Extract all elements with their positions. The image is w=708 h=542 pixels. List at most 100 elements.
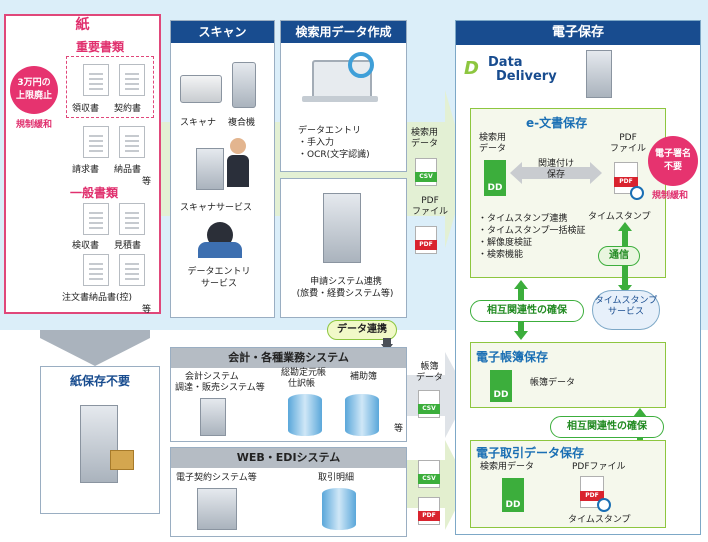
laptop-base-icon [302, 96, 378, 102]
order-copy-doc-icon [119, 254, 145, 286]
trade-clock-icon [597, 498, 611, 512]
data-entry-service-label: データエントリ サービス [187, 267, 251, 289]
eb-pdf-file-label: PDF ファイル [610, 133, 647, 154]
item-contract: 契約書 [114, 104, 142, 114]
data-link-down-arrow [381, 338, 393, 352]
transfer-csv-icon-2: CSV [418, 390, 440, 418]
journal-label: 仕訳帳 [288, 379, 316, 389]
contract-doc-icon [119, 64, 145, 96]
box-icon [110, 450, 134, 470]
link-double-arrow [510, 162, 602, 184]
eb-dd-icon: DD [484, 160, 506, 196]
transfer-csv-icon-1: CSV [415, 158, 437, 186]
csv-tag-2: CSV [418, 404, 440, 414]
search-data-title: 検索用データ作成 [281, 21, 406, 43]
ts-service-label: タイムスタンプ サービス [594, 296, 658, 317]
application-sub-label: (旅費・経費システム等) [296, 289, 394, 299]
ebunsho-title: e-文書保存 [526, 116, 588, 130]
search-manual-label: ・手入力 [298, 138, 335, 148]
mutual-pill-1: 相互関連性の確保 [470, 300, 584, 322]
no-signature-text: 電子署名 不要 [654, 149, 691, 172]
archive-server-icon [80, 405, 118, 483]
book-data-label: 帳簿 データ [416, 362, 444, 383]
dd-server-icon [586, 50, 612, 98]
trade-pdf-tag: PDF [580, 491, 604, 501]
trade-dd-icon: DD [502, 478, 524, 512]
link-arrow-shape [510, 162, 602, 184]
inspection-doc-icon [83, 203, 109, 235]
etc-label-1: 等 [142, 177, 152, 187]
magnifier-icon [348, 52, 374, 78]
deregulation-label-left: 規制緩和 [16, 120, 53, 130]
item-estimate: 見積書 [114, 241, 142, 251]
logo-mark-icon: D [464, 58, 479, 79]
general-ledger-label: 総勘定元帳 [281, 368, 327, 378]
pdf-tag-2: PDF [418, 511, 440, 521]
trade-timestamp-label: タイムスタンプ [568, 515, 631, 525]
operator-body-icon [198, 242, 242, 258]
trade-statement-label: 取引明細 [318, 473, 355, 483]
search-entry-label: データエントリ [298, 126, 362, 136]
person-head-icon [230, 138, 246, 154]
scan-title: スキャン [171, 21, 274, 43]
sub-ledger-label: 補助簿 [350, 372, 378, 382]
general-docs-heading: 一般書類 [70, 186, 119, 200]
web-server-icon [197, 488, 237, 530]
scan-service-machine-icon [196, 148, 224, 190]
eb-timestamp-label: タイムスタンプ [588, 212, 651, 222]
logo-line-2: Delivery [496, 69, 557, 84]
search-ocr-label: ・OCR(文字認識) [298, 150, 370, 160]
deregulation-label-right: 規制緩和 [652, 191, 689, 201]
data-link-pill: データ連携 [327, 320, 397, 340]
down-arrow-shape [40, 330, 150, 366]
trade-pdf-label: PDFファイル [572, 462, 626, 472]
trade-title: 電子取引データ保存 [476, 446, 585, 460]
transfer-search-data-label: 検索用 データ [411, 128, 439, 149]
order-doc-icon [83, 254, 109, 286]
scan-service-label: スキャナサービス [180, 203, 253, 213]
scanner-label: スキャナ [180, 118, 217, 128]
item-order: 注文書納品書(控) [62, 293, 133, 303]
application-server-icon [323, 193, 361, 263]
item-inspection: 検収書 [72, 241, 100, 251]
transfer-csv-icon-3: CSV [418, 460, 440, 488]
ledger-db-icon [288, 394, 322, 436]
ledger-data-label: 帳簿データ [530, 378, 576, 388]
transfer-pdf-icon-1: PDF [415, 226, 437, 254]
ts-service-cloud-icon [592, 290, 660, 330]
estimate-doc-icon [119, 203, 145, 235]
item-invoice: 請求書 [72, 165, 100, 175]
acct-etc-label: 等 [394, 424, 404, 434]
important-dashed-frame [66, 56, 154, 118]
statement-db-icon [322, 488, 356, 530]
accounting-title: 会計・各種業務システム [171, 348, 406, 368]
limit-removed-text: 3万円の上限廃止 [15, 78, 52, 101]
no-paper-title: 紙保存不要 [69, 374, 130, 388]
ledger-dd-icon: DD [490, 370, 512, 402]
delivery-doc-icon [119, 126, 145, 158]
pdf-tag-1: PDF [415, 240, 437, 250]
scanner-icon [180, 75, 222, 103]
trade-search-label: 検索用データ [480, 462, 535, 472]
mfp-label: 複合機 [228, 118, 256, 128]
feature-4: ・検索機能 [478, 250, 524, 260]
csv-tag-1: CSV [415, 172, 437, 182]
web-edi-title: WEB・EDIシステム [171, 448, 406, 468]
feature-2: ・タイムスタンプ一括検証 [478, 226, 586, 236]
transfer-pdf-file-label: PDF ファイル [412, 196, 449, 217]
eb-search-data-label: 検索用 データ [479, 133, 507, 154]
receipt-doc-icon [83, 64, 109, 96]
application-label: 申請システム連携 [310, 277, 382, 287]
invoice-doc-icon [83, 126, 109, 158]
mutual-pill-2: 相互関連性の確保 [550, 416, 664, 438]
acct-server-icon [200, 398, 226, 436]
important-docs-heading: 重要書類 [75, 40, 124, 54]
etc-label-2: 等 [142, 305, 152, 315]
data-link-arrow-shape [381, 338, 393, 352]
subledger-db-icon [345, 394, 379, 436]
transfer-pdf-icon-2: PDF [418, 497, 440, 525]
paper-title: 紙 [75, 17, 90, 33]
down-arrow-gray [40, 330, 150, 366]
acct-system-label: 会計システム [185, 372, 239, 382]
logo-line-1: Data [488, 55, 523, 70]
